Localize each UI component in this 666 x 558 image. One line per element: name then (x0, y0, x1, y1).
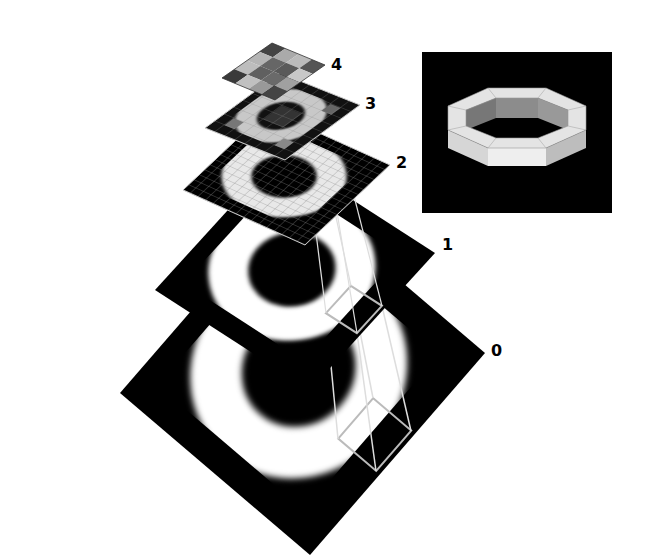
level-4-grid (222, 43, 325, 100)
torus-inset (422, 52, 612, 213)
level-number: 0 (491, 343, 502, 359)
level-number: 3 (365, 96, 376, 112)
level-number: 2 (396, 155, 407, 171)
level-3-grid (205, 73, 360, 160)
level-number: 1 (442, 237, 453, 253)
level-number: 4 (331, 57, 342, 73)
